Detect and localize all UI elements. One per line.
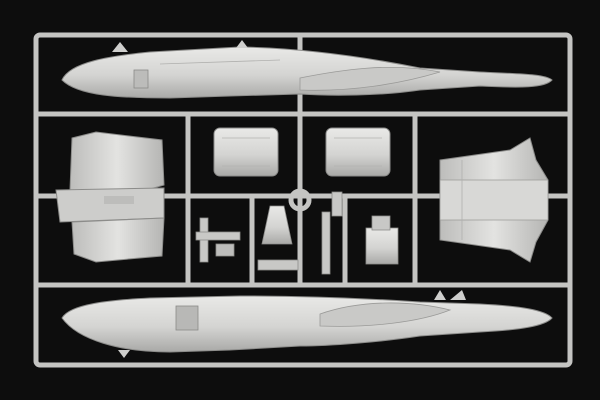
- left-wing-part: [55, 131, 165, 263]
- cockpit-seat-part: [257, 205, 299, 271]
- engine-pod-left: [213, 127, 279, 177]
- engine-pod-right: [325, 127, 391, 177]
- fuselage-half-bottom: [61, 290, 553, 358]
- fuselage-half-top: [61, 40, 553, 99]
- right-wing-part: [439, 137, 549, 263]
- landing-gear-parts: [195, 217, 241, 263]
- runner-hub: [288, 188, 312, 212]
- instrument-panel-part: [365, 215, 399, 265]
- strut-parts: [321, 191, 343, 275]
